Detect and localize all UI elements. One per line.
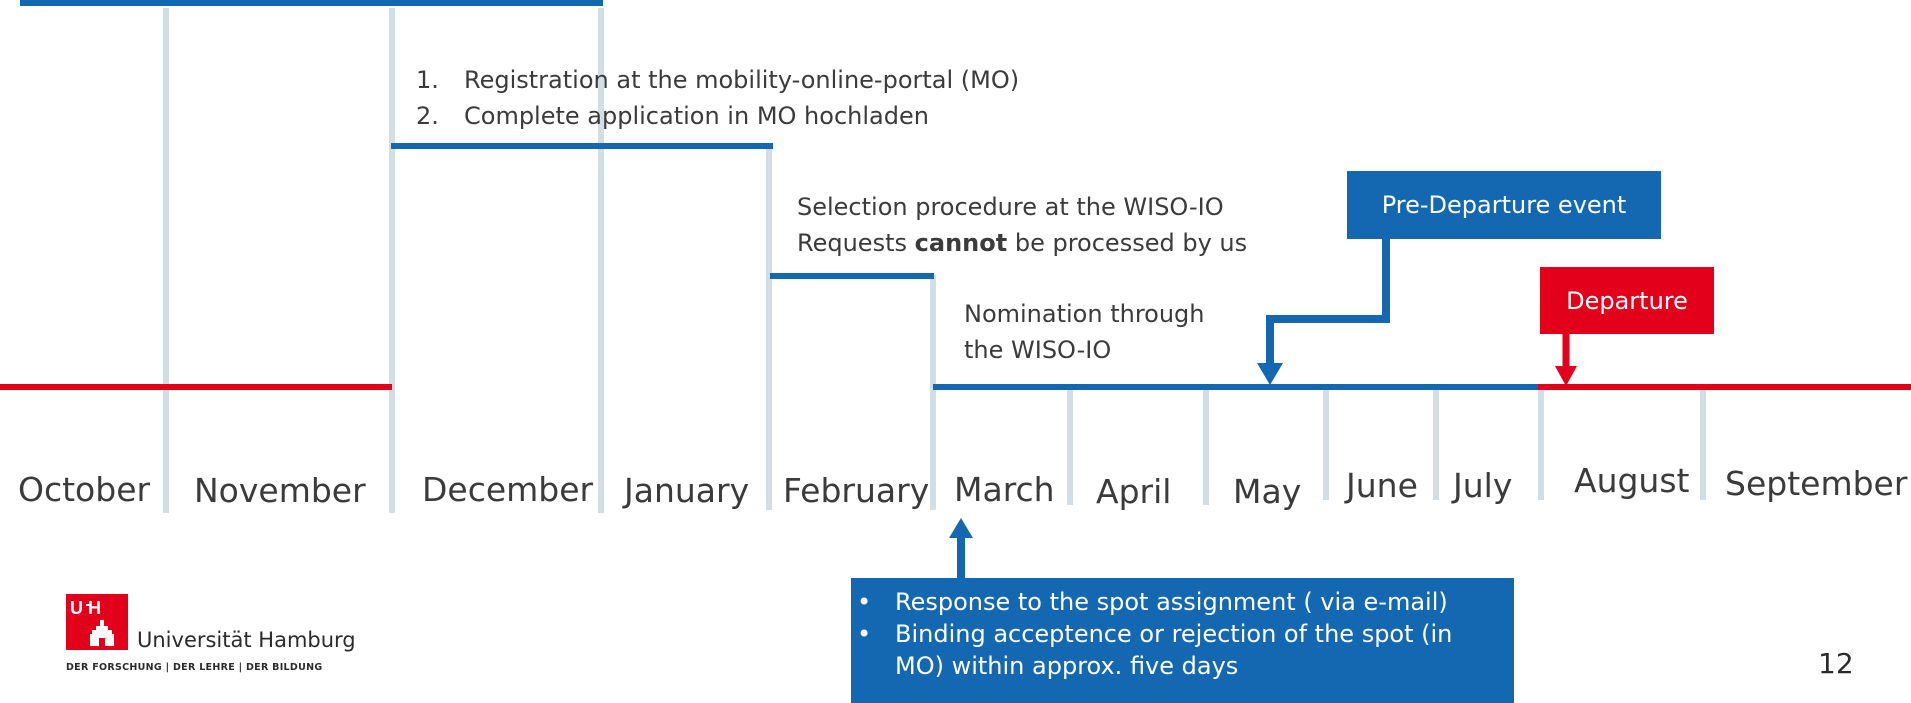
list-item: • Response to the spot assignment ( via e… — [851, 586, 1514, 618]
step-text: Complete application in MO hochladen — [464, 102, 929, 130]
month-label: August — [1574, 461, 1690, 500]
selection-line-2: Requests cannot be processed by us — [797, 225, 1247, 261]
selection-emphasis: cannot — [914, 229, 1008, 257]
month-separator — [1538, 390, 1544, 500]
departure-box: Departure — [1540, 267, 1714, 334]
month-separator — [1203, 390, 1209, 505]
month-separator — [1067, 390, 1073, 505]
month-separator — [598, 8, 604, 513]
bullet-icon: • — [857, 588, 872, 616]
page-number: 12 — [1818, 647, 1854, 680]
selection-line-1: Selection procedure at the WISO-IO — [797, 193, 1224, 221]
month-label: December — [422, 470, 594, 509]
phase-bar-selection — [770, 273, 934, 279]
predeparture-box: Pre-Departure event — [1347, 171, 1661, 239]
selection-text: Selection procedure at the WISO-IO Reque… — [797, 189, 1247, 261]
month-label: June — [1346, 466, 1418, 505]
bullet-icon: • — [857, 620, 872, 648]
list-item: 2. Complete application in MO hochladen — [416, 98, 1019, 134]
bullet-text: Response to the spot assignment ( via e-… — [895, 588, 1448, 616]
application-steps: 1. Registration at the mobility-online-po… — [416, 62, 1019, 134]
month-label: September — [1725, 464, 1908, 503]
month-separator — [1700, 390, 1706, 500]
phase-bar-application — [391, 143, 773, 149]
university-tagline: DER FORSCHUNG | DER LEHRE | DER BILDUNG — [66, 662, 323, 673]
month-label: February — [783, 471, 930, 510]
phase-bar-start — [20, 0, 603, 6]
month-separator — [1323, 390, 1329, 500]
month-label: January — [624, 471, 750, 510]
selection-suffix: be processed by us — [1014, 229, 1248, 257]
month-separator — [766, 145, 772, 510]
bullet-text: Binding acceptence or rejection of the s… — [895, 620, 1453, 648]
month-separator — [1433, 390, 1439, 500]
list-item: • Binding acceptence or rejection of the … — [851, 618, 1514, 650]
month-separator — [930, 275, 936, 510]
month-label: April — [1096, 472, 1172, 511]
step-number: 1. — [416, 66, 439, 94]
list-item: 1. Registration at the mobility-online-po… — [416, 62, 1019, 98]
selection-prefix: Requests — [797, 229, 907, 257]
nomination-line-2: the WISO-IO — [964, 336, 1112, 364]
step-text: Registration at the mobility-online-port… — [464, 66, 1020, 94]
university-name: Universität Hamburg — [137, 628, 356, 652]
phase-bar-nomination — [933, 384, 1540, 390]
month-label: July — [1453, 466, 1513, 505]
response-arrow — [949, 518, 973, 580]
phase-bar-before — [0, 384, 392, 390]
month-label: March — [954, 470, 1055, 509]
svg-text:U: U — [70, 598, 83, 618]
month-label: November — [194, 471, 366, 510]
nomination-line-1: Nomination through — [964, 300, 1205, 328]
bullet-text: MO) within approx. five days — [895, 652, 1239, 680]
response-box: • Response to the spot assignment ( via e… — [851, 578, 1514, 703]
nomination-text: Nomination through the WISO-IO — [964, 296, 1205, 368]
svg-text:H: H — [88, 598, 101, 618]
departure-arrow — [1555, 334, 1577, 386]
predeparture-arrow — [1257, 239, 1390, 385]
month-label: May — [1233, 472, 1302, 511]
month-separator — [163, 8, 169, 513]
month-label: October — [18, 470, 151, 509]
list-item: MO) within approx. five days — [851, 650, 1514, 682]
month-separator — [389, 8, 395, 513]
university-logo-icon: U H — [66, 594, 128, 650]
step-number: 2. — [416, 102, 439, 130]
bullet-indent — [851, 650, 895, 682]
phase-bar-after-departure — [1538, 384, 1911, 390]
